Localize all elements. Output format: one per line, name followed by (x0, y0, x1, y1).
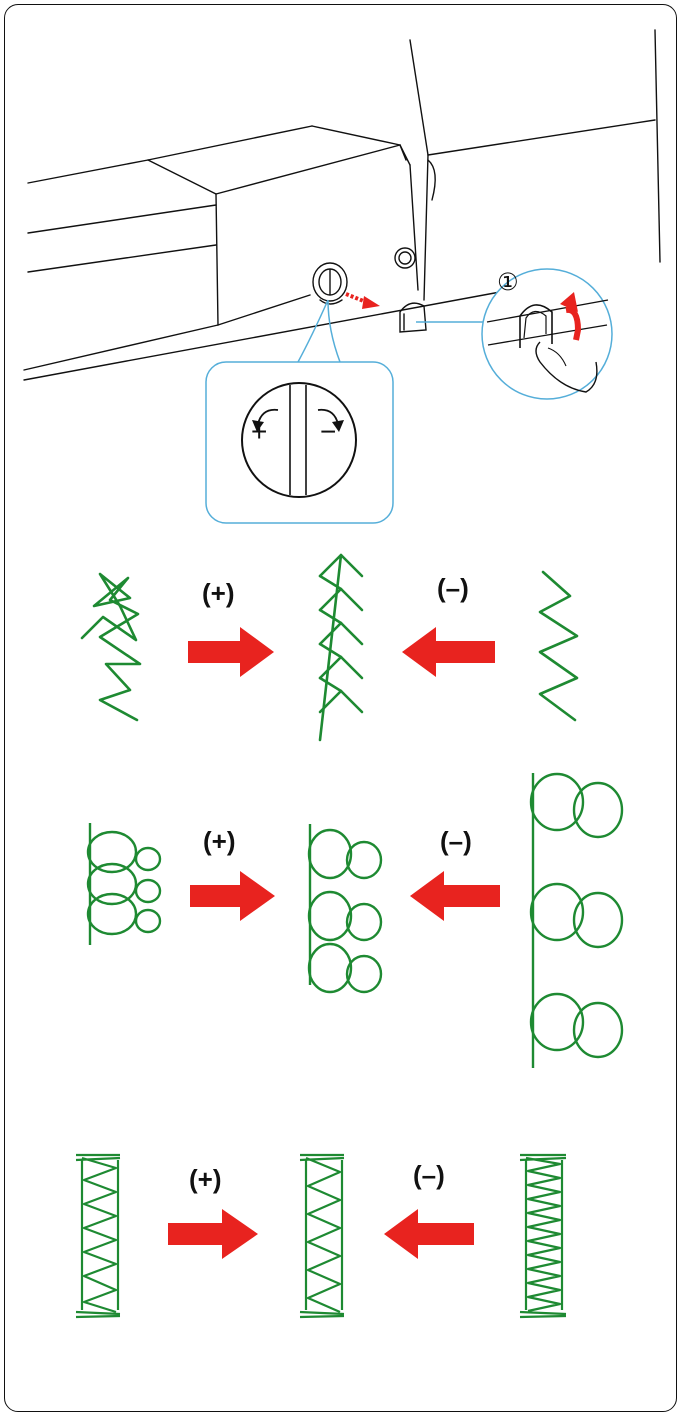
callout-leaders (297, 299, 487, 363)
row1-stitch-right (538, 570, 579, 722)
machine-illustration (23, 29, 661, 381)
row2-stitch-center (307, 824, 383, 994)
row2-minus-label: (–) (440, 826, 472, 856)
row2-plus-label: (+) (203, 826, 236, 856)
row1-minus-label: (–) (437, 573, 469, 603)
row1-minus-arrow (402, 627, 495, 677)
cap-callout (481, 268, 613, 400)
row2-stitch-right (529, 772, 624, 1068)
dial-direction-arrow (345, 292, 380, 309)
row1-arrows (188, 627, 495, 677)
row1-plus-arrow (188, 627, 274, 677)
row2-arrows (190, 871, 500, 921)
row2-stitch-left (86, 823, 162, 945)
row3-minus-arrow (384, 1209, 474, 1259)
row1-stitch-center (318, 553, 364, 742)
row3-stitch-right (519, 1153, 567, 1319)
row3-stitch-left (75, 1153, 121, 1319)
row3-plus-label: (+) (189, 1164, 222, 1194)
row1-plus-label: (+) (202, 578, 235, 608)
dial-callout (205, 361, 394, 524)
row1-stitch-left (80, 572, 142, 722)
callout-number-1: ① (497, 268, 519, 296)
dial-minus-sign: − (320, 416, 337, 447)
row3-stitch-center (299, 1153, 345, 1319)
row3-minus-label: (–) (413, 1160, 445, 1190)
row3-arrows (168, 1209, 474, 1259)
page-frame (4, 4, 677, 1412)
row3-plus-arrow (168, 1209, 258, 1259)
row2-plus-arrow (190, 871, 275, 921)
row2-minus-arrow (410, 871, 500, 921)
dial-plus-sign: + (251, 416, 268, 447)
